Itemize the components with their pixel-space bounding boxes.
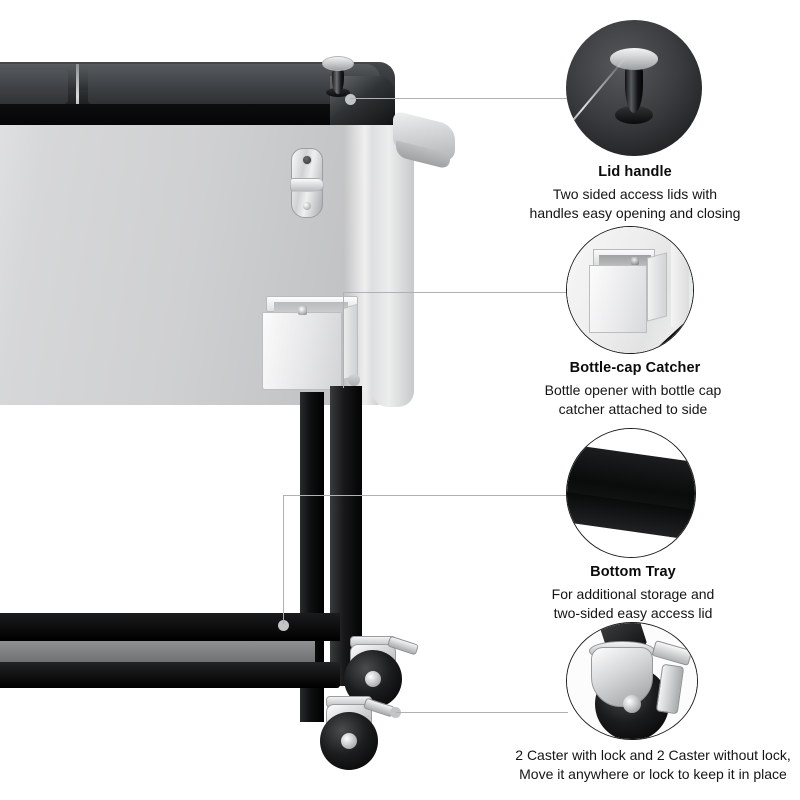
leader-line-cap-catcher-drop: [343, 292, 344, 388]
callout-casters: 2 Caster with lock and 2 Caster without …: [515, 622, 800, 800]
opener-screw: [303, 202, 311, 210]
callout-casters-image: [566, 622, 698, 740]
lid-knob: [322, 56, 354, 97]
callout-lid-handle-title: Lid handle: [598, 164, 672, 180]
bottom-tray-top-rail: [0, 613, 340, 641]
callout-lid-handle: Lid handle Two sided access lids with ha…: [530, 20, 800, 221]
knob-closeup-stem: [625, 65, 643, 113]
bottom-tray-front-rail: [0, 662, 340, 688]
knob-closeup-icon: [610, 48, 658, 128]
cap-catcher-pin: [348, 374, 360, 386]
product-illustration: [0, 56, 455, 770]
caster-rear-hub: [365, 671, 381, 687]
bottle-opener: [285, 148, 329, 220]
lid-panel-right: [88, 68, 338, 104]
leader-line-bottom-tray-drop: [283, 496, 284, 624]
caster-photo-fork: [591, 647, 653, 707]
callout-bottom-tray-title: Bottom Tray: [590, 564, 676, 580]
caster-photo-lock-lever-top: [651, 640, 693, 666]
callout-bottom-tray-image: [566, 428, 696, 558]
leader-line-casters: [396, 712, 568, 713]
cap-catcher: [262, 296, 360, 390]
callout-lid-handle-line-2: handles easy opening and closing: [529, 205, 741, 221]
leader-dot-lid-handle: [345, 94, 356, 105]
caster-front-hub: [341, 733, 357, 749]
callout-bottle-cap-catcher-image: [566, 226, 694, 354]
callout-casters-line-1: 2 Caster with lock and 2 Caster without …: [515, 747, 791, 763]
callout-bottom-tray-line-2: two-sided easy access lid: [553, 605, 713, 621]
callout-bottle-cap-catcher-title: Bottle-cap Catcher: [569, 360, 701, 376]
caster-photo: [567, 623, 697, 739]
bottom-tray-inner-panel: [0, 641, 315, 663]
knob-stem: [332, 68, 344, 94]
cap-catcher-front-panel: [262, 312, 342, 390]
callout-bottom-tray: Bottom Tray For additional storage and t…: [552, 428, 800, 628]
knob-closeup-cap: [610, 48, 658, 70]
cap-catcher-photo-front: [589, 265, 647, 333]
cap-catcher-photo: [567, 227, 693, 353]
callout-lid-handle-image: [566, 20, 702, 156]
lid-panel-left: [0, 70, 68, 104]
cap-catcher-screw: [298, 306, 307, 315]
leader-dot-casters: [390, 707, 401, 718]
leader-line-bottom-tray: [283, 495, 568, 496]
lid-split-seam: [76, 64, 79, 118]
callout-bottle-cap-catcher-line-2: catcher attached to side: [558, 401, 708, 417]
knob-cap: [322, 56, 354, 71]
leader-line-cap-catcher: [343, 292, 567, 293]
callout-bottom-tray-line-1: For additional storage and: [551, 586, 715, 602]
callout-casters-line-2: Move it anywhere or lock to keep it in p…: [519, 766, 787, 782]
callout-bottle-cap-catcher-line-1: Bottle opener with bottle cap: [544, 382, 722, 398]
leader-line-lid-handle: [350, 98, 568, 99]
opener-lip: [290, 178, 324, 192]
cap-catcher-side-panel: [342, 303, 358, 381]
bottom-tray-photo: [567, 429, 695, 557]
knob-closeup-base: [615, 106, 653, 124]
callout-bottle-cap-catcher: Bottle-cap Catcher Bottle opener with bo…: [545, 226, 800, 426]
cap-catcher-photo-screw: [631, 257, 639, 265]
opener-hole: [302, 155, 312, 165]
caster-photo-screw: [633, 659, 642, 668]
callout-lid-handle-line-1: Two sided access lids with: [552, 186, 718, 202]
caster-photo-hub: [623, 695, 641, 713]
cap-catcher-photo-side: [647, 252, 667, 322]
caster-photo-lock-lever-side: [655, 663, 685, 715]
cap-catcher-photo-post: [671, 227, 689, 327]
cooler-body-right-edge: [372, 125, 414, 407]
knob-photo: [566, 20, 702, 156]
leader-dot-bottom-tray: [278, 620, 289, 631]
